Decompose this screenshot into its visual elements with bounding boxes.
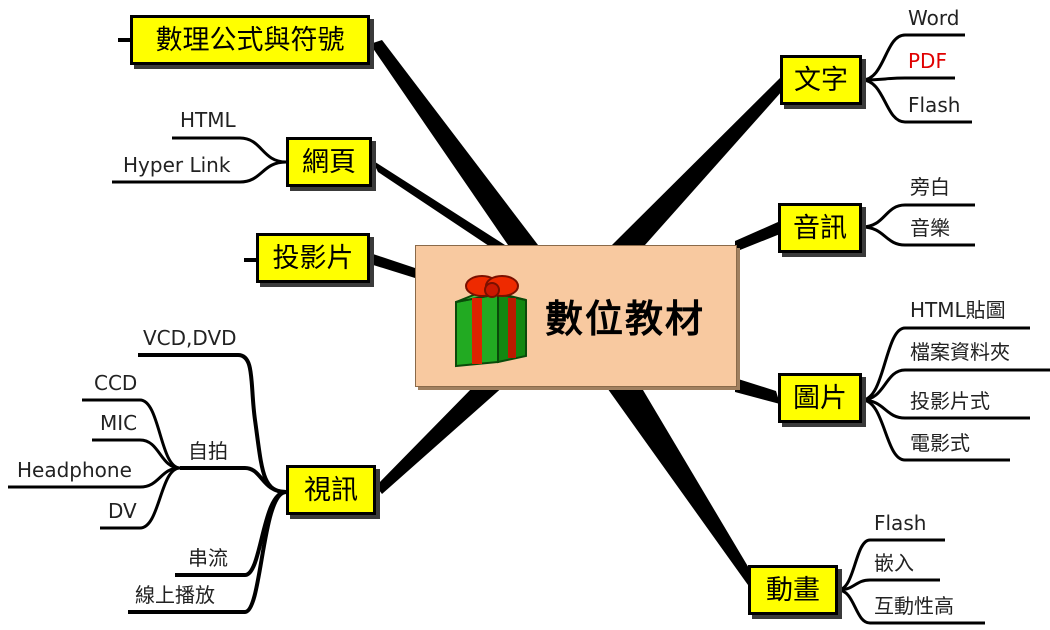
conn-text-flash bbox=[861, 78, 972, 124]
leaf-pdf[interactable]: PDF bbox=[908, 49, 947, 73]
leaf-narration[interactable]: 旁白 bbox=[910, 175, 950, 199]
topic-animation-label: 動畫 bbox=[766, 574, 820, 606]
conn-self-ccd bbox=[82, 398, 181, 470]
topic-animation[interactable]: 動畫 bbox=[748, 565, 838, 615]
leaf-dv[interactable]: DV bbox=[108, 499, 137, 523]
topic-math[interactable]: 數理公式與符號 bbox=[130, 15, 370, 65]
conn-anim-1 bbox=[837, 538, 945, 592]
conn-web-2 bbox=[112, 160, 287, 184]
leaf-word[interactable]: Word bbox=[908, 6, 960, 30]
branch-video bbox=[376, 385, 505, 494]
leaf-selfshoot[interactable]: 自拍 bbox=[188, 439, 228, 463]
sub-branches bbox=[8, 33, 1050, 625]
leaf-streaming[interactable]: 串流 bbox=[188, 546, 228, 570]
conn-video-online bbox=[128, 490, 287, 614]
topic-audio[interactable]: 音訊 bbox=[778, 203, 862, 253]
leaf-movie[interactable]: 電影式 bbox=[910, 431, 970, 455]
conn-text-word bbox=[861, 33, 965, 82]
gift-box-icon bbox=[455, 275, 527, 368]
conn-text-pdf bbox=[861, 76, 955, 82]
branch-slides bbox=[370, 253, 415, 278]
conn-audio-2 bbox=[861, 225, 975, 247]
conn-anim-2 bbox=[837, 578, 940, 592]
conn-image-1 bbox=[861, 326, 1030, 402]
center-node[interactable]: 數位教材 bbox=[415, 245, 737, 387]
leaf-hyperlink[interactable]: Hyper Link bbox=[123, 153, 231, 177]
topic-web-label: 網頁 bbox=[302, 146, 356, 178]
branch-web bbox=[372, 160, 505, 250]
leaf-text-flash[interactable]: Flash bbox=[908, 93, 961, 117]
branch-audio bbox=[735, 222, 780, 252]
branch-image bbox=[735, 378, 780, 404]
topic-image-label: 圖片 bbox=[793, 382, 847, 414]
leaf-interactive[interactable]: 互動性高 bbox=[874, 594, 954, 618]
conn-self-dv bbox=[100, 466, 181, 530]
center-title: 數位教材 bbox=[545, 297, 706, 341]
topic-slides-label: 投影片 bbox=[272, 242, 354, 274]
conn-video-self bbox=[180, 466, 287, 494]
leaf-file-folder[interactable]: 檔案資料夾 bbox=[910, 340, 1010, 364]
conn-anim-3 bbox=[837, 588, 985, 625]
leaf-html[interactable]: HTML bbox=[180, 108, 236, 132]
topic-video[interactable]: 視訊 bbox=[286, 465, 376, 515]
leaf-vcd-dvd[interactable]: VCD,DVD bbox=[143, 326, 237, 350]
leaf-slideshow[interactable]: 投影片式 bbox=[910, 389, 990, 413]
leaf-music[interactable]: 音樂 bbox=[910, 216, 950, 240]
conn-self-mic bbox=[92, 438, 181, 470]
leaf-html-image[interactable]: HTML貼圖 bbox=[910, 298, 1006, 322]
topic-web[interactable]: 網頁 bbox=[286, 137, 372, 187]
leaf-anim-flash[interactable]: Flash bbox=[874, 511, 927, 535]
topic-video-label: 視訊 bbox=[304, 474, 358, 506]
topic-image[interactable]: 圖片 bbox=[778, 373, 862, 423]
topic-text[interactable]: 文字 bbox=[780, 55, 862, 105]
leaf-ccd[interactable]: CCD bbox=[94, 371, 138, 395]
topic-slides[interactable]: 投影片 bbox=[256, 233, 370, 283]
topic-audio-label: 音訊 bbox=[793, 212, 847, 244]
conn-image-4 bbox=[861, 398, 1010, 462]
conn-video-vcd bbox=[138, 353, 287, 494]
branch-animation bbox=[605, 385, 756, 585]
branch-math bbox=[370, 40, 538, 245]
leaf-mic[interactable]: MIC bbox=[100, 411, 138, 435]
leaf-online-play[interactable]: 線上播放 bbox=[135, 583, 215, 607]
topic-math-label: 數理公式與符號 bbox=[155, 24, 345, 56]
conn-image-2 bbox=[861, 368, 1050, 402]
branch-text bbox=[612, 78, 783, 245]
leaf-headphone[interactable]: Headphone bbox=[17, 458, 132, 482]
leaf-embed[interactable]: 嵌入 bbox=[874, 551, 914, 575]
topic-text-label: 文字 bbox=[794, 64, 848, 96]
main-branches bbox=[370, 40, 783, 585]
